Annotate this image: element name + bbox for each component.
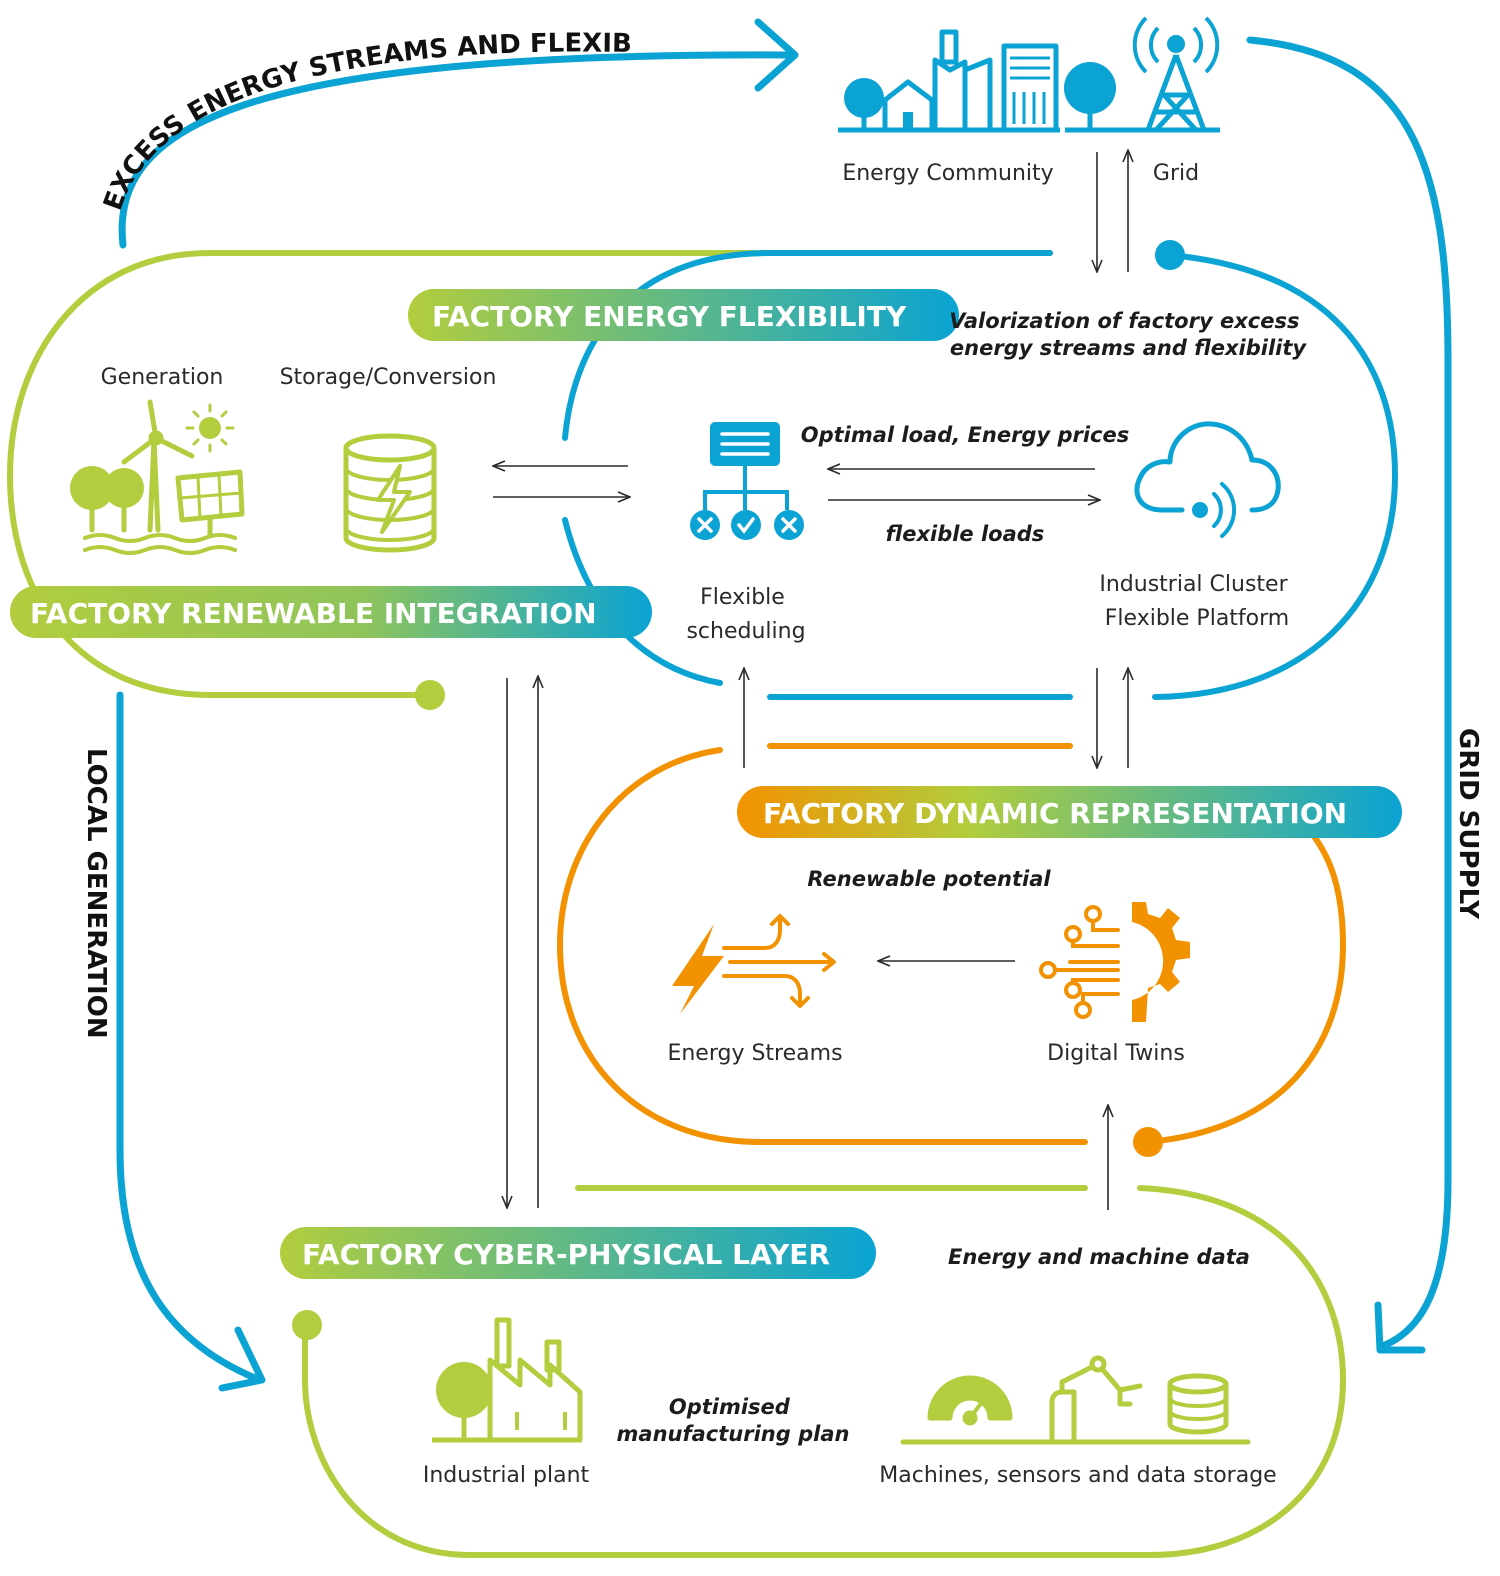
digital-twins-icon xyxy=(1039,902,1190,1022)
energy-streams-icon xyxy=(672,914,836,1014)
energy-community-label: Energy Community xyxy=(842,161,1053,186)
cluster-platform-cloud-icon xyxy=(1134,421,1281,538)
renewable-title: FACTORY RENEWABLE INTEGRATION xyxy=(10,586,652,638)
industrial-plant-label: Industrial plant xyxy=(423,1463,590,1488)
svg-text:FACTORY CYBER-PHYSICAL LAYER: FACTORY CYBER-PHYSICAL LAYER xyxy=(302,1238,830,1271)
renewable-loop-end-dot xyxy=(415,680,445,710)
local-generation-flow xyxy=(116,691,266,1392)
cyber-title: FACTORY CYBER-PHYSICAL LAYER xyxy=(280,1227,876,1279)
cyber-loop-dot xyxy=(292,1310,322,1340)
dynamic-loop-right xyxy=(1145,817,1347,1145)
local-generation-label: LOCAL GENERATION xyxy=(81,748,111,1039)
flexibility-loop-top xyxy=(1152,252,1399,700)
cluster-platform-label: Industrial Cluster Flexible Platform xyxy=(1099,572,1294,631)
flexible-loads-annotation: flexible loads xyxy=(886,522,1045,546)
energy-community-icon xyxy=(838,29,1060,133)
generation-wind-solar-icon xyxy=(70,399,245,555)
excess-energy-label: EXCESS ENERGY STREAMS AND FLEXIBILITY xyxy=(0,0,632,214)
machines-label: Machines, sensors and data storage xyxy=(879,1463,1276,1488)
excess-energy-flow xyxy=(118,18,799,249)
grid-label: Grid xyxy=(1153,161,1199,186)
dynamic-loop-dot xyxy=(1133,1127,1163,1157)
generation-label: Generation xyxy=(101,365,224,390)
grid-arrows xyxy=(1097,150,1128,272)
svg-text:FACTORY DYNAMIC REPRESENTATIO: FACTORY DYNAMIC REPRESENTATION xyxy=(763,797,1347,830)
optimal-load-annotation: Optimal load, Energy prices xyxy=(801,423,1130,447)
energy-streams-label: Energy Streams xyxy=(667,1041,842,1066)
flexibility-title: FACTORY ENERGY FLEXIBILITY xyxy=(408,289,959,341)
renewable-cyber-arrows xyxy=(507,676,538,1208)
storage-battery-icon xyxy=(343,433,437,553)
cyber-loop xyxy=(302,1185,1347,1558)
grid-supply-flow xyxy=(1246,36,1452,1354)
digital-twins-label: Digital Twins xyxy=(1047,1041,1185,1066)
svg-text:FACTORY ENERGY FLEXIBILITY: FACTORY ENERGY FLEXIBILITY xyxy=(432,300,907,333)
storage-scheduling-arrows xyxy=(493,466,630,497)
flexible-scheduling-icon xyxy=(690,422,804,540)
storage-label: Storage/Conversion xyxy=(280,365,497,390)
flexibility-loop-dot xyxy=(1155,240,1185,270)
machines-sensors-icon xyxy=(900,1355,1251,1445)
renewable-potential-annotation: Renewable potential xyxy=(807,867,1051,891)
optimised-plan-annotation: Optimised manufacturing plan xyxy=(617,1395,850,1446)
flexible-scheduling-label: Flexible scheduling xyxy=(686,585,805,644)
renewable-loop xyxy=(6,250,1053,698)
energy-machine-data-annotation: Energy and machine data xyxy=(948,1245,1250,1269)
grid-tower-icon xyxy=(1064,16,1220,133)
cluster-dynamic-arrows xyxy=(1097,668,1128,768)
grid-supply-label: GRID SUPPLY xyxy=(1453,728,1483,920)
dynamic-title: FACTORY DYNAMIC REPRESENTATION xyxy=(737,786,1402,838)
svg-text:FACTORY RENEWABLE INTEGRATION: FACTORY RENEWABLE INTEGRATION xyxy=(30,597,597,630)
industrial-plant-icon xyxy=(432,1317,583,1443)
scheduling-platform-arrows xyxy=(828,469,1100,500)
dynamic-loop xyxy=(556,747,1088,1145)
valorization-annotation: Valorization of factory excess energy st… xyxy=(949,309,1307,360)
